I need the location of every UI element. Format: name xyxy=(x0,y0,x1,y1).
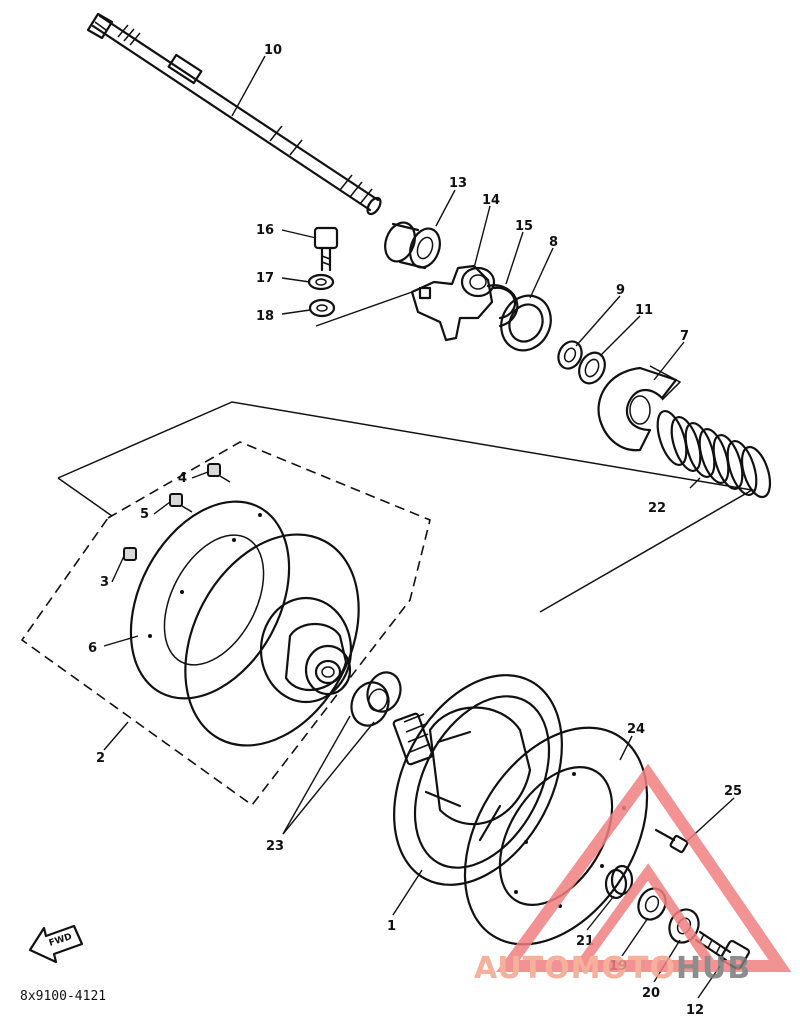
label-7: 7 xyxy=(680,329,689,344)
part-5-nut xyxy=(169,493,193,513)
part-23-seal xyxy=(350,671,402,727)
part-22-spring xyxy=(656,410,772,499)
part-8-washer xyxy=(500,294,552,352)
watermark-inner-triangle-icon xyxy=(570,863,722,971)
label-8: 8 xyxy=(549,235,558,250)
label-15: 15 xyxy=(515,219,533,234)
label-22: 22 xyxy=(648,501,666,516)
label-12: 12 xyxy=(686,1003,704,1018)
part-17-washer xyxy=(307,273,335,291)
bolt-assembly-line xyxy=(315,291,413,327)
watermark-brand-part2: HUB xyxy=(676,951,751,986)
part-24-plate xyxy=(463,726,649,946)
label-17: 17 xyxy=(256,271,274,286)
label-5: 5 xyxy=(140,507,149,522)
part-1-fixed-sheave xyxy=(392,674,563,886)
part-18-washer xyxy=(308,298,336,318)
fwd-arrow-icon: FWD xyxy=(28,924,84,964)
label-18: 18 xyxy=(256,309,274,324)
watermark-brand-part1: AUTOMOTO xyxy=(474,951,676,986)
part-3-nut xyxy=(123,547,137,561)
part-4-nut xyxy=(207,463,231,483)
label-1: 1 xyxy=(387,919,396,934)
label-24: 24 xyxy=(627,722,645,737)
label-23: 23 xyxy=(266,839,284,854)
label-13: 13 xyxy=(449,176,467,191)
part-16-bolt xyxy=(313,226,339,272)
label-14: 14 xyxy=(482,193,500,208)
part-6-plate xyxy=(129,500,291,700)
label-16: 16 xyxy=(256,223,274,238)
label-20: 20 xyxy=(642,986,660,1001)
label-10: 10 xyxy=(264,43,282,58)
part-11-washer xyxy=(578,351,606,385)
watermark-logo: AUTOMOTOHUB xyxy=(474,763,792,986)
label-3: 3 xyxy=(100,575,109,590)
sliding-sheave xyxy=(184,533,360,747)
svg-text:AUTOMOTOHUB: AUTOMOTOHUB xyxy=(474,951,751,986)
label-9: 9 xyxy=(616,283,625,298)
part-9-bushing xyxy=(557,340,583,370)
part-2-group-frame xyxy=(20,441,431,807)
drawing-code: 8x9100-4121 xyxy=(20,989,106,1004)
label-11: 11 xyxy=(635,303,653,318)
label-4: 4 xyxy=(178,471,187,486)
label-2: 2 xyxy=(96,751,105,766)
assembly-frame xyxy=(57,401,755,613)
part-21-collar xyxy=(604,864,634,900)
part-25-bolt xyxy=(654,828,689,854)
label-6: 6 xyxy=(88,641,97,656)
leader-lines xyxy=(103,55,735,999)
part-7-spring-seat xyxy=(597,365,682,452)
part-14-bracket xyxy=(410,264,496,342)
part-13-bearing xyxy=(384,221,441,270)
label-25: 25 xyxy=(724,784,742,799)
part-10-shaft xyxy=(86,12,382,216)
